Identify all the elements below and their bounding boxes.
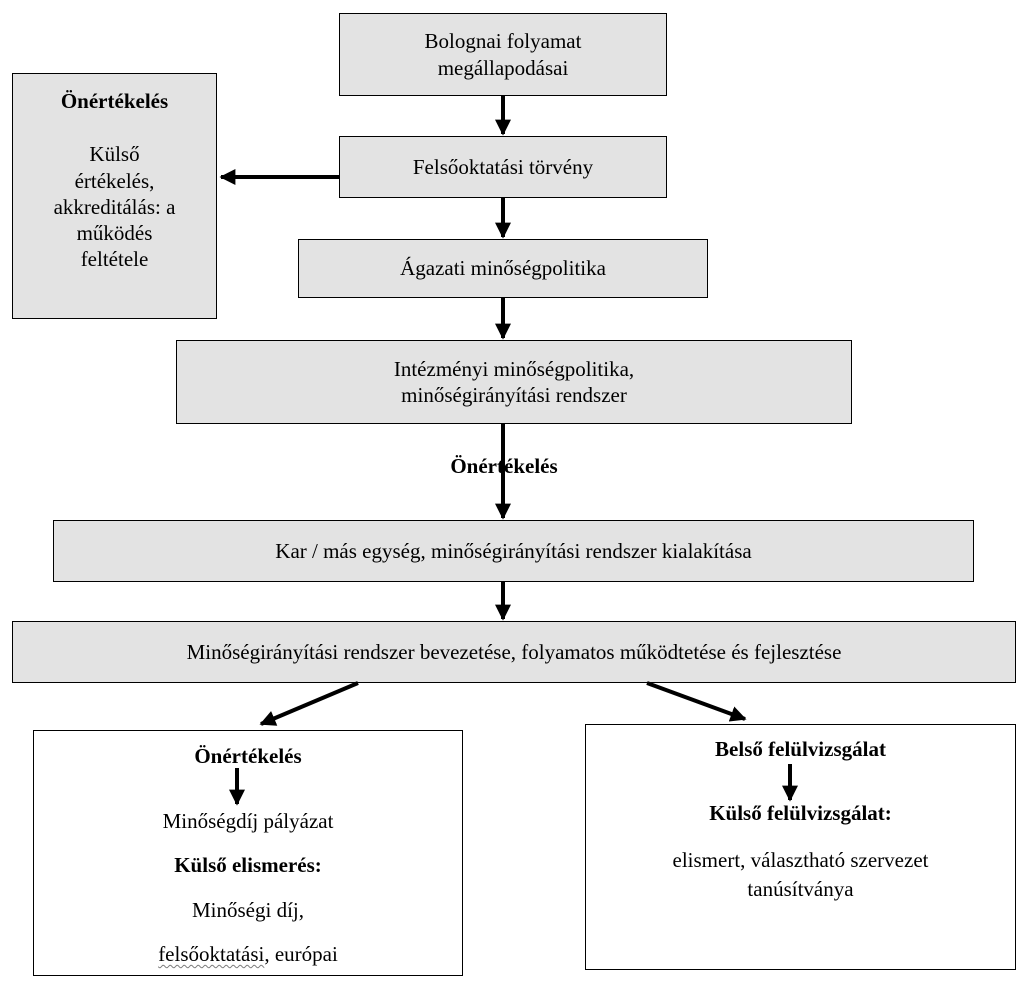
side-box-line: Külső [89, 142, 140, 167]
left-box-line2: Minőségi díj, [191, 898, 304, 922]
left-box-line1: Minőségdíj pályázat [162, 809, 334, 833]
node-institutional-line2: minőségirányítási rendszer [401, 383, 627, 407]
left-box-subtitle: Külső elismerés: [174, 853, 322, 877]
right-outcome-box [585, 724, 1016, 970]
side-box-title: Önértékelés [60, 89, 169, 113]
node-higher-education-law: Felsőoktatási törvény [339, 136, 667, 198]
side-box-line: értékelés, [74, 168, 155, 193]
left-box-line3-rest: , európai [264, 942, 338, 966]
node-system-implementation: Minőségirányítási rendszer bevezetése, f… [12, 621, 1016, 683]
side-box-self-assessment: Önértékelés Külső értékelés, akkreditálá… [12, 73, 217, 319]
node-sector-quality-policy: Ágazati minőségpolitika [298, 239, 708, 298]
right-box-line2: tanúsítványa [747, 877, 854, 901]
left-box-line3: felsőoktatási, európai [33, 941, 463, 967]
left-box-title: Önértékelés [194, 744, 302, 768]
node-sector-label: Ágazati minőségpolitika [400, 256, 606, 281]
node-institutional-line1: Intézményi minőségpolitika, [393, 356, 635, 381]
side-box-line: működés [76, 221, 153, 245]
left-box-line3-word: felsőoktatási [158, 942, 265, 966]
right-box-subtitle: Külső felülvizsgálat: [709, 801, 892, 825]
node-bologna: Bolognai folyamat megállapodásai [339, 13, 667, 96]
right-box-title: Belső felülvizsgálat [715, 737, 886, 761]
left-outcome-box [33, 730, 463, 976]
side-box-line: akkreditálás: a [53, 194, 176, 219]
node-bologna-label: Bolognai folyamat megállapodásai [424, 29, 582, 80]
node-institutional-quality-policy: Intézményi minőségpolitika, minőségirány… [176, 340, 852, 424]
node-faculty-system: Kar / más egység, minőségirányítási rend… [53, 520, 974, 582]
side-box-line: feltétele [80, 247, 149, 272]
node-law-label: Felsőoktatási törvény [412, 154, 594, 179]
node-faculty-label: Kar / más egység, minőségirányítási rend… [275, 538, 752, 563]
arrow-implementation-to-right [646, 681, 747, 722]
arrow-implementation-to-left [259, 681, 359, 726]
right-box-line1: elismert, választható szervezet [672, 848, 929, 872]
node-implementation-label: Minőségirányítási rendszer bevezetése, f… [186, 639, 842, 664]
